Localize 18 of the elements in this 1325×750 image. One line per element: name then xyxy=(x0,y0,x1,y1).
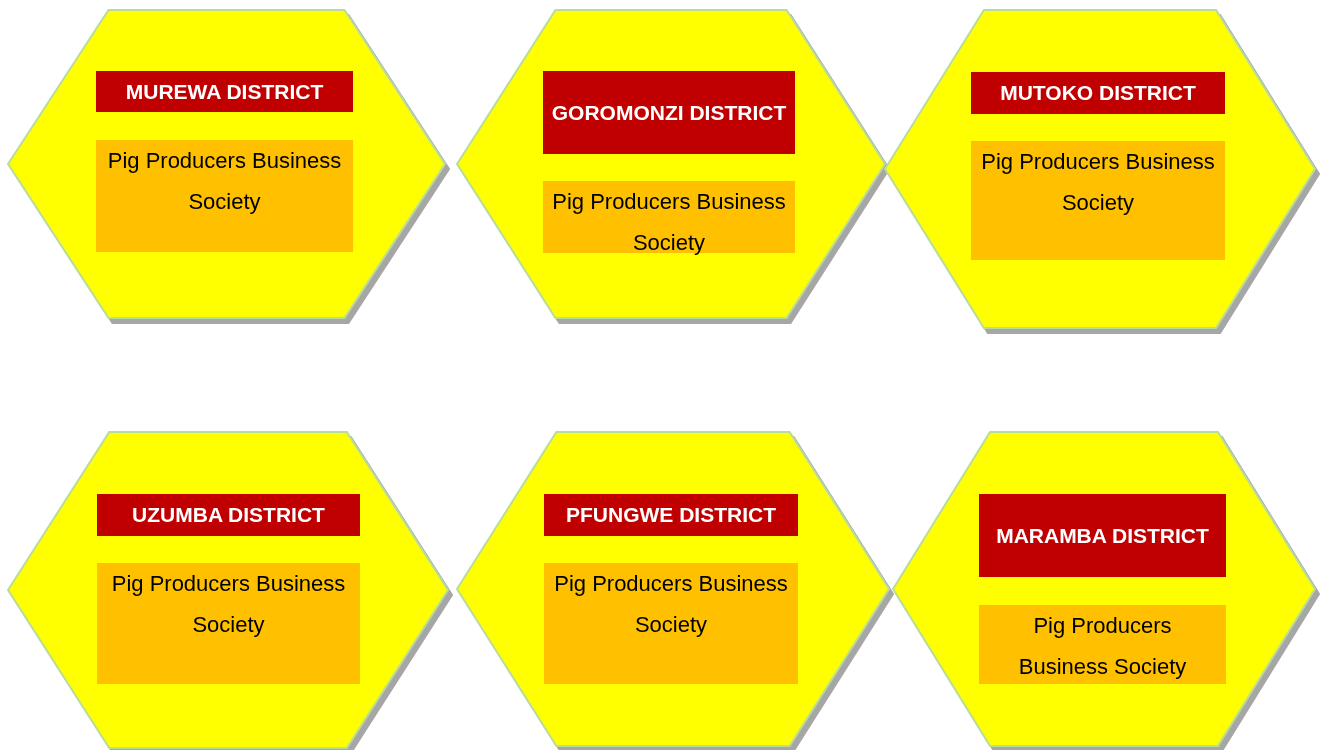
society-label-box: Pig Producers Business Society xyxy=(543,181,795,253)
district-title-box: PFUNGWE DISTRICT xyxy=(544,494,798,536)
district-title-box: UZUMBA DISTRICT xyxy=(97,494,360,536)
district-title-box: MUREWA DISTRICT xyxy=(96,71,353,112)
society-label-box: Pig Producers Business Society xyxy=(544,563,798,684)
district-title-box: MUTOKO DISTRICT xyxy=(971,72,1225,114)
hexagon-shape xyxy=(457,432,889,746)
society-label-box: Pig Producers Business Society xyxy=(979,605,1226,684)
society-label-box: Pig Producers Business Society xyxy=(96,140,353,252)
hexagon-shape xyxy=(8,432,448,748)
hexagon-shape xyxy=(885,10,1315,328)
society-label-box: Pig Producers Business Society xyxy=(971,141,1225,260)
hexagon-shape xyxy=(457,10,885,318)
society-label-box: Pig Producers Business Society xyxy=(97,563,360,684)
district-title-box: GOROMONZI DISTRICT xyxy=(543,71,795,154)
hexagon-shape xyxy=(8,10,445,318)
district-title-box: MARAMBA DISTRICT xyxy=(979,494,1226,577)
hexagon-shape xyxy=(893,432,1315,746)
